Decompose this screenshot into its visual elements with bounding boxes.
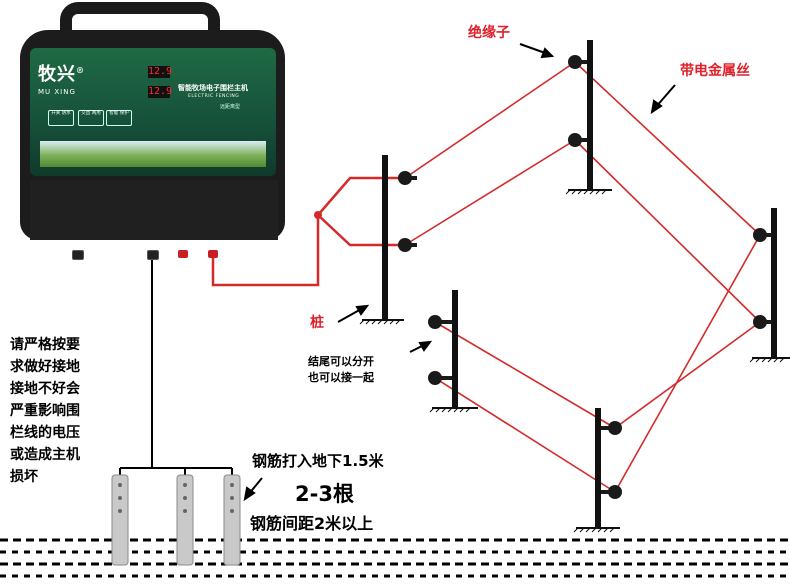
warning-line: 损坏 <box>10 469 38 485</box>
arrow-live-wire <box>650 84 676 115</box>
wire-junction <box>314 211 322 219</box>
fence-wires <box>404 61 761 493</box>
rebar-spacing-note: 钢筋间距2米以上 <box>250 514 374 533</box>
feature-badge-3: 智能 保护 <box>106 110 132 126</box>
terminal-black-1 <box>72 250 84 260</box>
annotation-arrows <box>243 43 676 502</box>
warning-line: 接地不好会 <box>10 381 80 397</box>
rebar-depth-note: 钢筋打入地下1.5米 <box>252 452 384 470</box>
ground-rebars <box>111 474 241 566</box>
post-4 <box>429 290 478 413</box>
end-note-line-2: 也可以接一起 <box>308 371 374 384</box>
brand-subtitle: MU XING <box>38 88 76 96</box>
arrow-insulator <box>519 43 555 59</box>
terminal-red-1 <box>178 250 188 258</box>
fence-posts <box>359 40 790 533</box>
warning-line: 请严格按要 <box>10 337 80 353</box>
brand-logo: 牧兴® MU XING <box>38 60 85 96</box>
brand-name: 牧兴 <box>38 64 76 85</box>
terminal-ground <box>147 250 159 260</box>
warning-line: 或造成主机 <box>10 447 80 463</box>
insulator <box>398 171 417 185</box>
model-type: 远距离型 <box>220 104 241 110</box>
label-insulator: 绝缘子 <box>468 25 510 41</box>
terminal-red-2 <box>208 250 218 258</box>
insulator <box>753 315 772 329</box>
arrow-end-note <box>409 340 433 353</box>
post-3 <box>749 208 790 363</box>
ground-hatching <box>0 538 790 578</box>
device-lower-body <box>30 180 278 240</box>
insulator <box>568 55 587 69</box>
insulators <box>398 55 772 499</box>
arrow-post <box>337 304 370 323</box>
voltage-display-1: 12.9 <box>148 66 173 78</box>
insulator <box>428 371 452 385</box>
pasture-scene-image <box>40 141 266 167</box>
model-subtitle: ELECTRIC FENCING <box>188 94 240 99</box>
insulator <box>753 228 772 242</box>
feature-badge-2: 交直 两用 <box>78 110 104 126</box>
warning-line: 严重影响围 <box>10 403 80 419</box>
post-5 <box>573 408 620 533</box>
insulator <box>568 133 587 147</box>
arrow-rebar <box>243 477 263 502</box>
warning-line: 栏线的电压 <box>10 425 80 441</box>
post-2 <box>565 40 612 195</box>
brand-registered-mark: ® <box>76 65 85 75</box>
post-1 <box>359 155 404 325</box>
label-live-wire: 带电金属丝 <box>680 63 750 79</box>
rebar-count-note: 2-3根 <box>295 482 354 506</box>
feature-badge-1: 开关 防水 <box>48 110 74 126</box>
grounding-warning: 请严格按要 求做好接地 接地不好会 严重影响围 栏线的电压 或造成主机 损坏 <box>10 334 120 488</box>
voltage-display-2: 12.9 <box>148 86 173 98</box>
insulator <box>601 485 622 499</box>
insulator <box>398 238 417 252</box>
model-name: 智能牧场电子围栏主机 <box>178 84 248 92</box>
warning-line: 求做好接地 <box>10 359 80 375</box>
ground-wire <box>119 255 233 480</box>
insulator <box>428 315 452 329</box>
label-end-note: 结尾可以分开 也可以接一起 <box>308 354 374 386</box>
end-note-line-1: 结尾可以分开 <box>308 355 374 368</box>
insulator <box>601 421 622 435</box>
rebar <box>111 474 241 566</box>
label-post: 桩 <box>310 315 324 331</box>
